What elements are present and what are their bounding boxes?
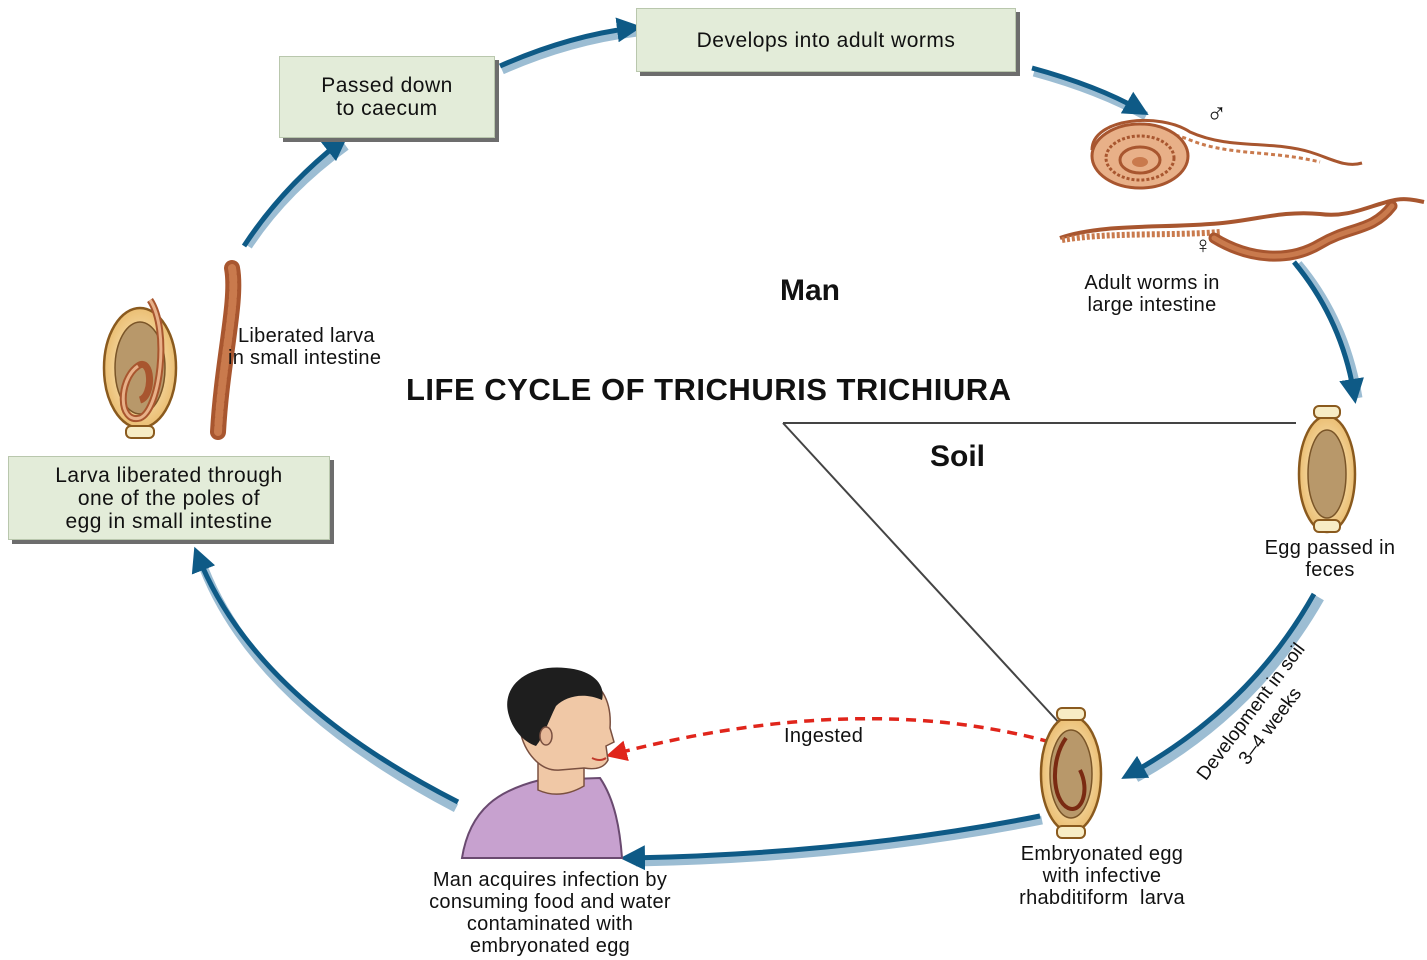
embryonated-egg-illustration: [1041, 708, 1101, 838]
caecum-box: Passed down to caecum: [279, 56, 495, 138]
adult-worms-line1: Adult worms in: [1052, 272, 1252, 294]
region-man: Man: [780, 274, 840, 308]
male-symbol: ♂: [1206, 100, 1227, 128]
liberated-larva-line2: in small intestine: [228, 347, 381, 369]
man-soil-divider: [783, 423, 1296, 726]
caecum-box-line1: Passed down: [321, 74, 453, 97]
region-soil: Soil: [930, 440, 985, 474]
man-acquires-label: Man acquires infection by consuming food…: [372, 869, 728, 957]
egg-illustration: [1299, 406, 1355, 532]
arrow-to-larva-box: [198, 556, 458, 802]
hatching-egg-illustration: [104, 300, 176, 438]
embryonated-line2: with infective: [982, 865, 1222, 887]
larva-box-line2: one of the poles of: [55, 487, 282, 510]
ingested-label: Ingested: [784, 725, 863, 747]
embryonated-label: Embryonated egg with infective rhabditif…: [982, 843, 1222, 909]
diagram-title: LIFE CYCLE OF TRICHURIS TRICHIURA: [406, 372, 1012, 408]
female-symbol: ♀: [1194, 234, 1212, 258]
arrow-to-egg: [1294, 262, 1354, 394]
man-acquires-line3: contaminated with: [372, 913, 728, 935]
egg-feces-line2: feces: [1236, 559, 1424, 581]
adult-worms-line2: large intestine: [1052, 294, 1252, 316]
embryonated-line1: Embryonated egg: [982, 843, 1222, 865]
caecum-box-line2: to caecum: [321, 97, 453, 120]
egg-feces-line1: Egg passed in: [1236, 537, 1424, 559]
adult-worms-label: Adult worms in large intestine: [1052, 272, 1252, 316]
larva-box-line1: Larva liberated through: [55, 464, 282, 487]
adult-worms-illustration: [1060, 120, 1424, 256]
man-acquires-line4: embryonated egg: [372, 935, 728, 957]
man-acquires-line2: consuming food and water: [372, 891, 728, 913]
embryonated-line3: rhabditiform larva: [982, 887, 1222, 909]
larva-box-line3: egg in small intestine: [55, 510, 282, 533]
adult-box: Develops into adult worms: [636, 8, 1016, 72]
larva-liberated-box: Larva liberated through one of the poles…: [8, 456, 330, 540]
female-worm: [1060, 199, 1424, 256]
liberated-larva-line1: Liberated larva: [228, 325, 381, 347]
liberated-larva-label: Liberated larva in small intestine: [228, 325, 381, 369]
egg-feces-label: Egg passed in feces: [1236, 537, 1424, 581]
adult-box-text: Develops into adult worms: [697, 29, 956, 52]
male-worm: [1092, 120, 1362, 188]
man-acquires-line1: Man acquires infection by: [372, 869, 728, 891]
man-illustration: [462, 667, 622, 858]
